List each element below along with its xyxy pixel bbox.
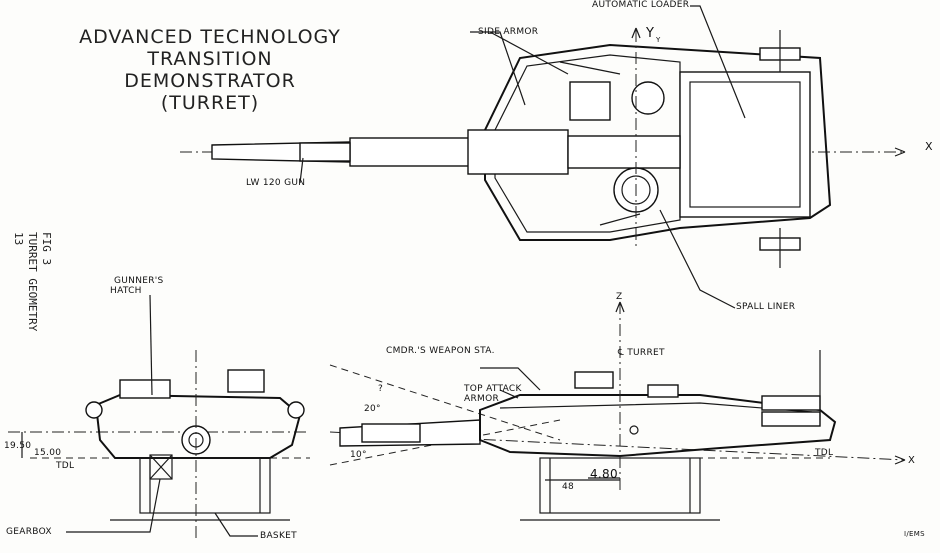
side-armor-leader-1 [470, 31, 526, 106]
top-view [180, 5, 906, 309]
label-author: I/EMS [904, 530, 925, 538]
label-top-attack-1: TOP ATTACK [464, 384, 522, 394]
label-side-armor: SIDE ARMOR [478, 27, 539, 37]
dim-48: 48 [562, 482, 575, 492]
gearbox-leader [66, 478, 161, 533]
front-turret-body [94, 393, 302, 459]
axis-z-side: Z [616, 292, 623, 302]
cmdr-weapon-leader [480, 367, 541, 391]
side-turret-body [479, 394, 837, 458]
gunner-hatch-top [631, 81, 665, 115]
figure-caption-line-2: TURRET GEOMETRY [26, 232, 39, 332]
gun-mantlet [467, 129, 569, 175]
axis-x-top: X [925, 140, 933, 153]
label-gearbox: GEARBOX [6, 527, 52, 537]
label-basket: BASKET [260, 531, 297, 541]
cmdr-weapon-side [574, 371, 614, 389]
basket-leader [214, 512, 258, 537]
label-automatic-loader: AUTOMATIC LOADER [592, 0, 690, 10]
automatic-loader-bustle [679, 71, 811, 218]
label-gunners-hatch-2: HATCH [110, 286, 142, 296]
label-tdl-front: TDL [56, 461, 75, 471]
dim-angle-q: ? [378, 384, 384, 394]
spall-liner-leader [659, 209, 736, 309]
title-line-3: (TURRET) [160, 92, 260, 114]
hatch-leader [149, 294, 153, 396]
cmdr-weapon-front [227, 369, 265, 393]
axis-x-side: X [908, 455, 916, 466]
basket-side [539, 457, 701, 514]
axis-y-top: Y [646, 26, 655, 41]
figure-caption-line-1: FIG 3 [40, 232, 53, 266]
basket-front [139, 457, 271, 514]
label-lw-gun: LW 120 GUN [246, 178, 306, 188]
dim-4-80: 4.80 [590, 467, 618, 481]
bore-evacuator [299, 142, 351, 162]
label-gunners-hatch-1: GUNNER'S [114, 276, 164, 286]
gun-breech [349, 137, 471, 167]
label-spall-liner: SPALL LINER [736, 302, 796, 312]
title-line-2: TRANSITION DEMONSTRATOR [124, 48, 296, 92]
dim-19-50: 19.50 [4, 441, 32, 451]
axis-y-sub: Y [656, 36, 661, 44]
side-armor-inner [494, 54, 681, 233]
label-cmdr-weapon: CMDR.'S WEAPON STA. [386, 346, 495, 356]
dim-angle-20: 20° [364, 404, 381, 414]
turret-hull [484, 43, 832, 241]
gun-leader [299, 157, 304, 184]
front-view [8, 294, 310, 540]
dim-15-00: 15.00 [34, 448, 62, 458]
title-line-1: ADVANCED TECHNOLOGY [79, 26, 341, 48]
label-turret-centerline: ℄ TURRET [618, 348, 665, 358]
drawing-title: ADVANCED TECHNOLOGY TRANSITION DEMONSTRA… [60, 26, 360, 114]
dim-angle-10: 10° [350, 450, 367, 460]
loader-leader [690, 5, 746, 119]
label-top-attack-2: ARMOR [464, 394, 500, 404]
label-tdl-side: TDL [815, 448, 834, 458]
gunner-hatch-front [119, 379, 171, 399]
gearbox [149, 454, 173, 480]
side-view [329, 301, 906, 521]
figure-caption-line-3: 13 [12, 232, 25, 246]
